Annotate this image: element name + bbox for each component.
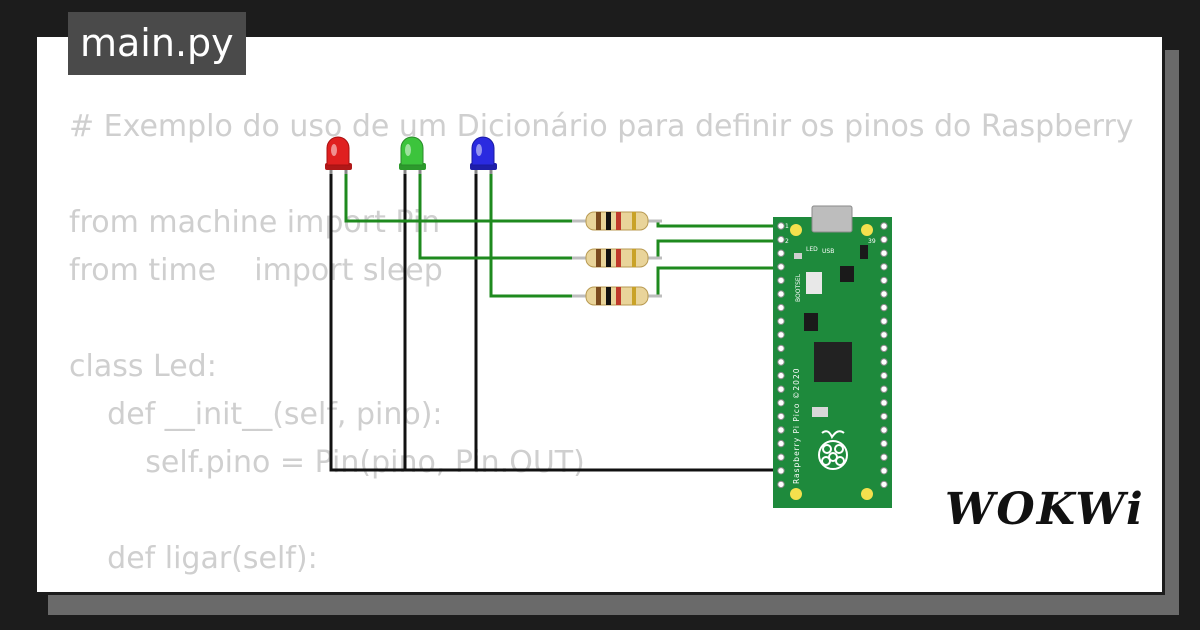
signal-wire-gp1[interactable] — [656, 239, 782, 258]
board-pin[interactable] — [777, 290, 785, 298]
signal-wire-red[interactable] — [344, 172, 575, 223]
usb-connector — [811, 205, 853, 233]
raspberry-logo-icon — [818, 430, 848, 470]
board-pin[interactable] — [880, 358, 888, 366]
preview-card: # Exemplo do uso de um Dicionário para d… — [34, 34, 1165, 595]
board-pin[interactable] — [777, 222, 785, 230]
board-pin[interactable] — [880, 276, 888, 285]
signal-wires — [344, 172, 782, 298]
chip — [860, 245, 868, 259]
board-pin[interactable] — [880, 439, 888, 448]
board-usb-label: USB — [822, 248, 834, 255]
rp2040-chip — [814, 342, 852, 382]
code-line: self.pino.on() — [69, 583, 1134, 592]
board-pin[interactable] — [777, 412, 785, 421]
mounting-hole — [790, 488, 802, 500]
raspberry-pi-pico-board[interactable]: LED USB 1 2 39 BOOTSEL Raspberry Pi Pico… — [773, 205, 892, 508]
board-pin[interactable] — [777, 317, 785, 325]
board-pins-left — [777, 222, 785, 489]
board-pin[interactable] — [880, 344, 888, 353]
file-tab[interactable]: main.py — [68, 12, 246, 75]
board-bootsel-label: BOOTSEL — [795, 273, 802, 302]
code-line: from time import sleep — [69, 253, 443, 288]
resistor[interactable] — [572, 248, 662, 268]
board-pin[interactable] — [777, 344, 785, 353]
board-pin[interactable] — [777, 371, 785, 380]
board-pin[interactable] — [777, 480, 785, 489]
board-pin[interactable] — [777, 439, 785, 448]
board-pins-right — [880, 222, 888, 489]
mounting-hole — [790, 224, 802, 236]
resistor[interactable] — [572, 211, 662, 231]
code-line: from machine import Pin — [69, 205, 441, 240]
code-line: class Led: — [69, 349, 217, 384]
code-line: def __init__(self, pino): — [69, 397, 443, 432]
board-pin[interactable] — [880, 453, 888, 461]
code-line: def ligar(self): — [69, 541, 318, 576]
board-pin[interactable] — [777, 249, 785, 257]
ground-wires — [329, 172, 782, 472]
board-pin[interactable] — [777, 331, 785, 339]
board-pin[interactable] — [880, 385, 888, 393]
board-pin[interactable] — [777, 303, 785, 312]
led-blue[interactable] — [470, 136, 497, 174]
mounting-hole — [861, 488, 873, 500]
wokwi-logo: WOKWi — [945, 484, 1145, 535]
board-pin[interactable] — [880, 480, 888, 489]
board-pin[interactable] — [777, 358, 785, 366]
board-pin[interactable] — [880, 235, 888, 244]
board-pin[interactable] — [880, 426, 888, 434]
debug-pads — [812, 407, 828, 417]
pin-2-label: 2 — [785, 238, 789, 245]
board-pin[interactable] — [880, 290, 888, 298]
board-pin[interactable] — [880, 371, 888, 380]
board-pin[interactable] — [880, 222, 888, 230]
board-pin[interactable] — [880, 412, 888, 421]
board-pin[interactable] — [777, 399, 785, 407]
resistor[interactable] — [572, 286, 662, 306]
led-green[interactable] — [399, 136, 426, 174]
chip — [840, 266, 854, 282]
board-pin[interactable] — [880, 263, 888, 271]
pin-39-label: 39 — [868, 238, 876, 245]
signal-wire-blue[interactable] — [489, 172, 575, 298]
board-model-label: Raspberry Pi Pico ©2020 — [792, 368, 801, 485]
board-pin[interactable] — [880, 317, 888, 325]
mounting-hole — [861, 224, 873, 236]
bootsel-button[interactable] — [806, 272, 822, 294]
board-pin[interactable] — [880, 249, 888, 257]
signal-wire-gp0[interactable] — [656, 221, 782, 228]
board-pin[interactable] — [880, 331, 888, 339]
chip — [804, 313, 818, 331]
board-pin[interactable] — [777, 385, 785, 393]
board-pin[interactable] — [777, 276, 785, 285]
board-led-label: LED — [806, 246, 818, 253]
signal-wire-green[interactable] — [418, 172, 575, 260]
board-pin[interactable] — [777, 235, 785, 244]
board-pin[interactable] — [777, 263, 785, 271]
board-pin[interactable] — [777, 467, 785, 475]
board-pin[interactable] — [880, 399, 888, 407]
ground-wire-red[interactable] — [329, 172, 782, 472]
pin-1-label: 1 — [785, 223, 789, 230]
board-pin[interactable] — [777, 426, 785, 434]
led-red[interactable] — [325, 136, 352, 174]
board-pin[interactable] — [880, 467, 888, 475]
board-pin[interactable] — [777, 453, 785, 461]
onboard-led — [794, 253, 802, 259]
board-pin[interactable] — [880, 303, 888, 312]
signal-wire-gp2[interactable] — [656, 266, 782, 296]
